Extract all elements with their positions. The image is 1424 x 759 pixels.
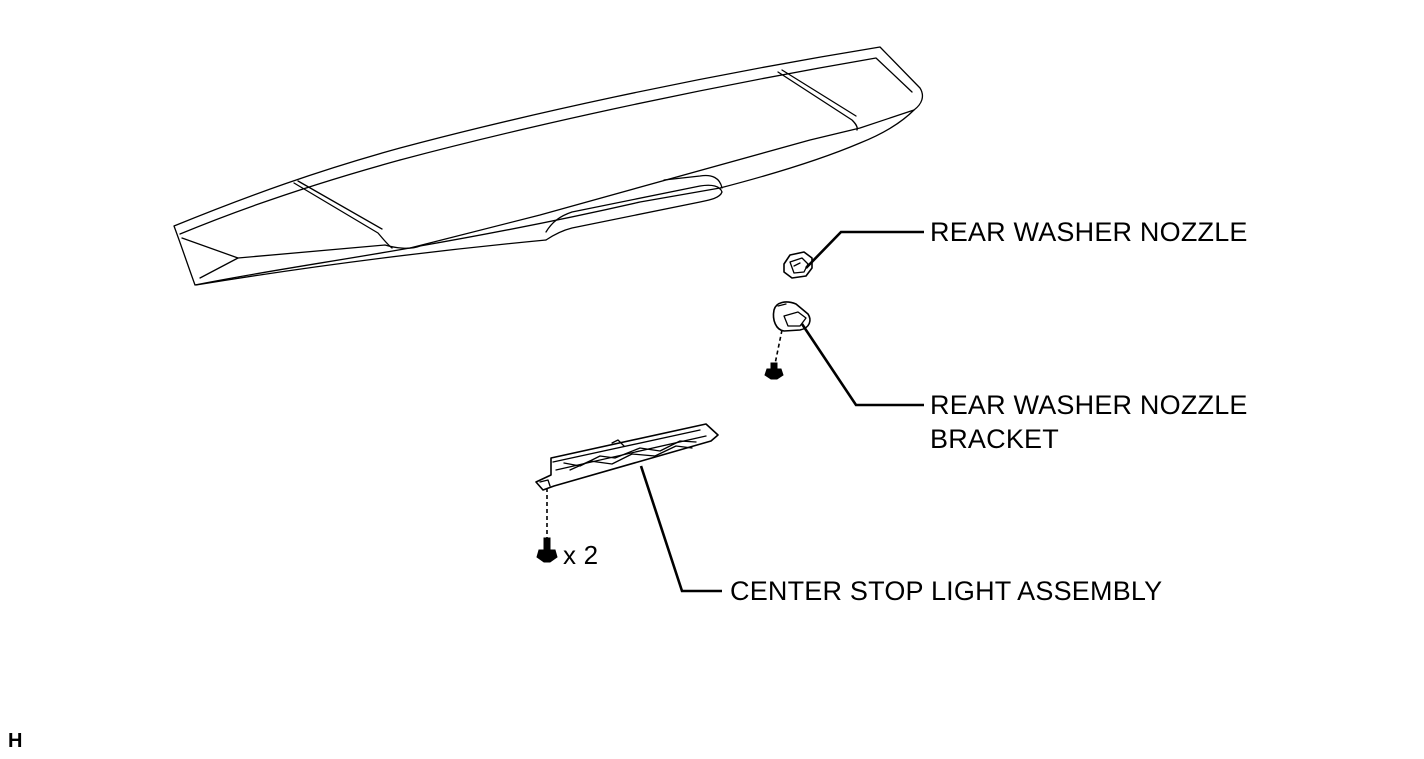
leader-line-rear-washer-nozzle xyxy=(805,230,924,269)
rear-washer-nozzle-bracket xyxy=(772,301,811,332)
bracket-screw xyxy=(764,329,784,380)
rear-washer-nozzle-bracket-label: REAR WASHER NOZZLE BRACKET xyxy=(930,388,1248,456)
screw-quantity-label: x 2 xyxy=(563,540,599,570)
stop-light-screw xyxy=(536,488,558,563)
center-stop-light-assembly-label: CENTER STOP LIGHT ASSEMBLY xyxy=(730,576,1163,606)
figure-code-label: H xyxy=(8,730,23,752)
leader-line-rear-washer-nozzle-bracket xyxy=(800,323,924,407)
bracket-label-line1: REAR WASHER NOZZLE xyxy=(930,390,1248,420)
rear-washer-nozzle-label: REAR WASHER NOZZLE xyxy=(930,217,1248,247)
leader-line-center-stop-light-assembly xyxy=(639,465,722,593)
bracket-label-line2: BRACKET xyxy=(930,424,1059,454)
rear-spoiler xyxy=(173,46,924,286)
center-stop-light-assembly xyxy=(535,423,719,491)
